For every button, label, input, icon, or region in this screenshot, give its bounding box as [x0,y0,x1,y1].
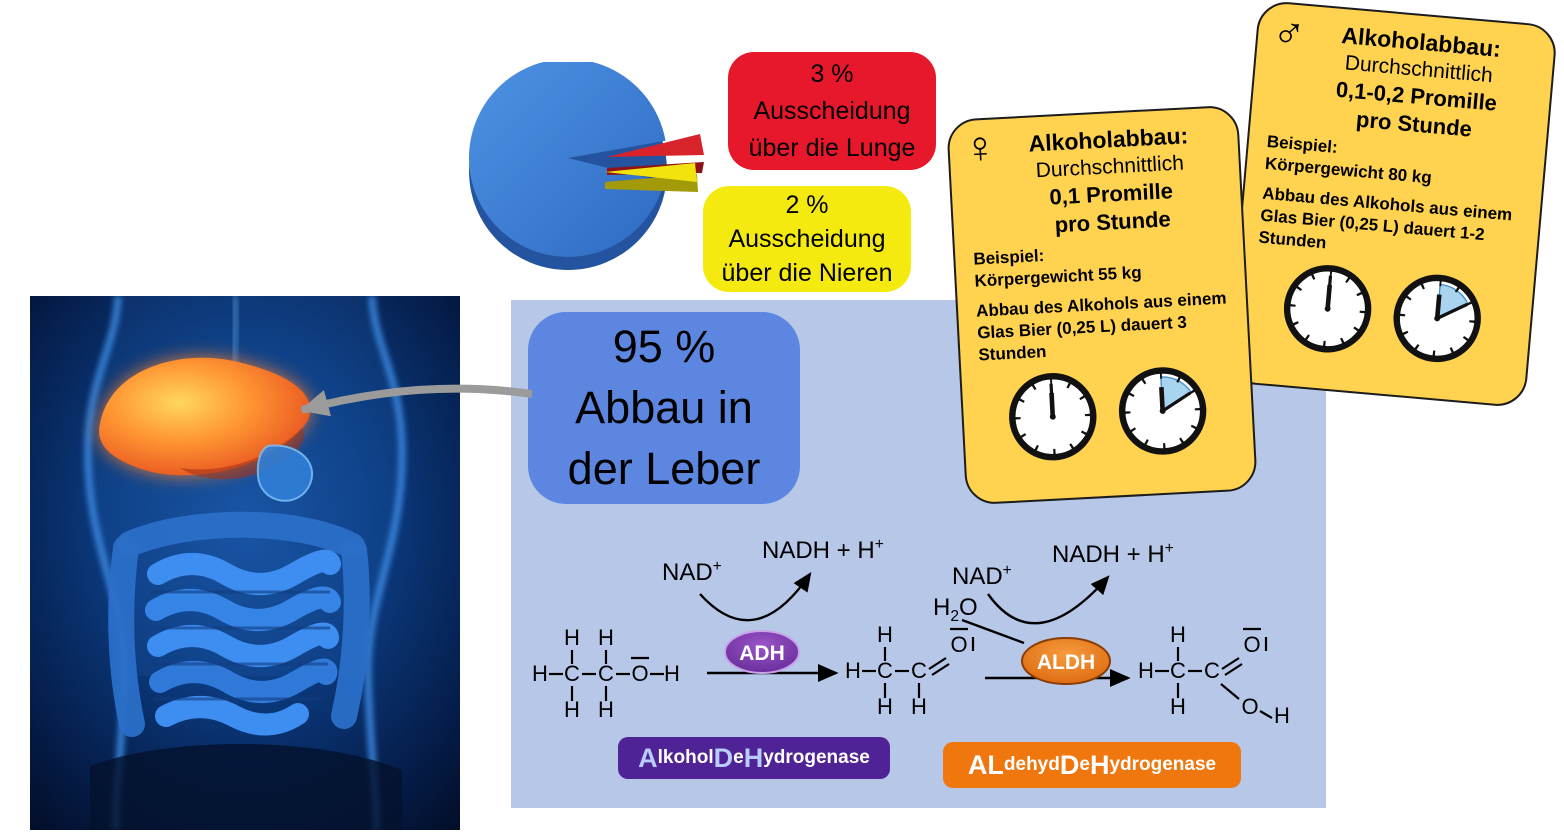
liver-line1: Abbau in [575,382,753,433]
female-detail: Abbau des Alkohols aus einem Glas Bier (… [975,288,1227,365]
nadh-label-1: NADH + H+ [762,536,884,565]
svg-text:H: H [564,697,580,722]
h2o-2: 2 [950,607,960,625]
enzyme1-cap-h: H [743,742,764,773]
svg-text:C: C [598,661,614,686]
nadh-sup: + [1164,540,1174,557]
pie-slice-kidneys [605,163,697,182]
svg-text:H: H [598,625,614,650]
liver-line2: der Leber [567,443,761,494]
male-clocks [1245,257,1520,372]
h2o-label: H2O [933,594,978,626]
body-illustration [30,296,460,830]
enzyme1-seg2: e [733,747,744,768]
kidneys-line2: über die Nieren [721,259,893,287]
kidneys-line1: Ausscheidung [728,225,886,253]
svg-text:O: O [1241,694,1258,719]
enzyme1-cap-d: D [713,742,734,773]
liver [99,357,311,476]
female-icon: ♀ [962,122,998,173]
svg-text:H: H [564,625,580,650]
nad-sup: + [712,558,722,575]
nadh-sup: + [874,536,884,553]
nadh-base: NADH + H [762,537,875,564]
svg-text:H: H [1170,694,1186,719]
nad-label-2: NAD+ [952,562,1012,591]
lungs-percentage: 3 % [810,60,854,88]
svg-text:H: H [877,694,893,719]
enzyme2-cap-d: D [1059,749,1080,780]
nadh-base: NADH + H [1052,541,1165,568]
svg-text:H: H [1138,658,1154,683]
h2o-o: O [959,594,978,621]
svg-text:H: H [877,622,893,647]
lungs-line2: über die Lunge [748,134,916,162]
male-icon: ♂ [1270,6,1308,58]
enzyme1-seg1: lkohol [657,747,714,768]
svg-text:C: C [1204,658,1220,683]
svg-text:H: H [845,658,861,683]
svg-text:H: H [1274,703,1290,728]
pie-slice-liver [468,62,666,257]
enzyme1-cap-a: A [638,742,658,773]
lungs-line1: Ausscheidung [753,97,911,125]
enzyme2-seg1: dehyd [1003,754,1060,775]
male-detail: Abbau des Alkohols aus einem Glas Bier (… [1257,183,1513,253]
liver-callout: 95 % Abbau in der Leber [528,312,800,504]
svg-text:H: H [664,661,680,686]
enzyme2-seg2: e [1079,754,1090,775]
female-example: Beispiel: Körpergewicht 55 kg [969,235,1231,293]
nadh-label-2: NADH + H+ [1052,540,1174,569]
h2o-h: H [933,594,951,621]
enzyme2-cap-al: AL [967,749,1004,780]
svg-text:C: C [911,658,927,683]
kidneys-callout: 2 % Ausscheidung über die Nieren [703,186,911,292]
clock-full-hour-icon [1009,373,1097,461]
svg-text:C: C [877,658,893,683]
clock-fraction-icon [1393,275,1481,363]
nad-sup: + [1002,562,1012,579]
stomach [256,444,314,502]
svg-text:H: H [532,661,548,686]
svg-text:O: O [631,661,648,686]
clock-full-hour-icon [1283,265,1372,353]
svg-text:H: H [1170,622,1186,647]
lungs-callout: 3 % Ausscheidung über die Lunge [728,52,936,170]
enzyme1-seg3: ydrogenase [763,747,870,768]
liver-percentage: 95 % [612,321,716,372]
svg-text:O: O [1243,632,1260,657]
female-clocks [975,362,1239,467]
male-breakdown-card: ♂ Alkoholabbau: Durchschnittlich 0,1-0,2… [1225,0,1559,409]
excretion-pie-chart [468,62,704,270]
pie-slice-lungs [607,134,704,157]
kidneys-percentage: 2 % [785,191,829,219]
clock-fraction-icon [1118,367,1207,456]
svg-text:C: C [564,661,580,686]
female-card-header: Alkoholabbau: Durchschnittlich 0,1 Promi… [963,119,1228,242]
nad-base: NAD [952,563,1003,590]
svg-text:H: H [598,697,614,722]
nad-base: NAD [662,559,713,586]
enzyme2-seg3: ydrogenase [1109,754,1217,775]
svg-text:O: O [950,632,967,657]
enzyme2-cap-h: H [1089,749,1110,780]
svg-text:C: C [1170,658,1186,683]
male-card-header: Alkoholabbau: Durchschnittlich 0,1-0,2 P… [1264,15,1541,148]
intestines [108,511,370,737]
female-breakdown-card: ♀ Alkoholabbau: Durchschnittlich 0,1 Pro… [946,104,1258,506]
nad-label-1: NAD+ [662,558,722,587]
svg-text:H: H [911,694,927,719]
